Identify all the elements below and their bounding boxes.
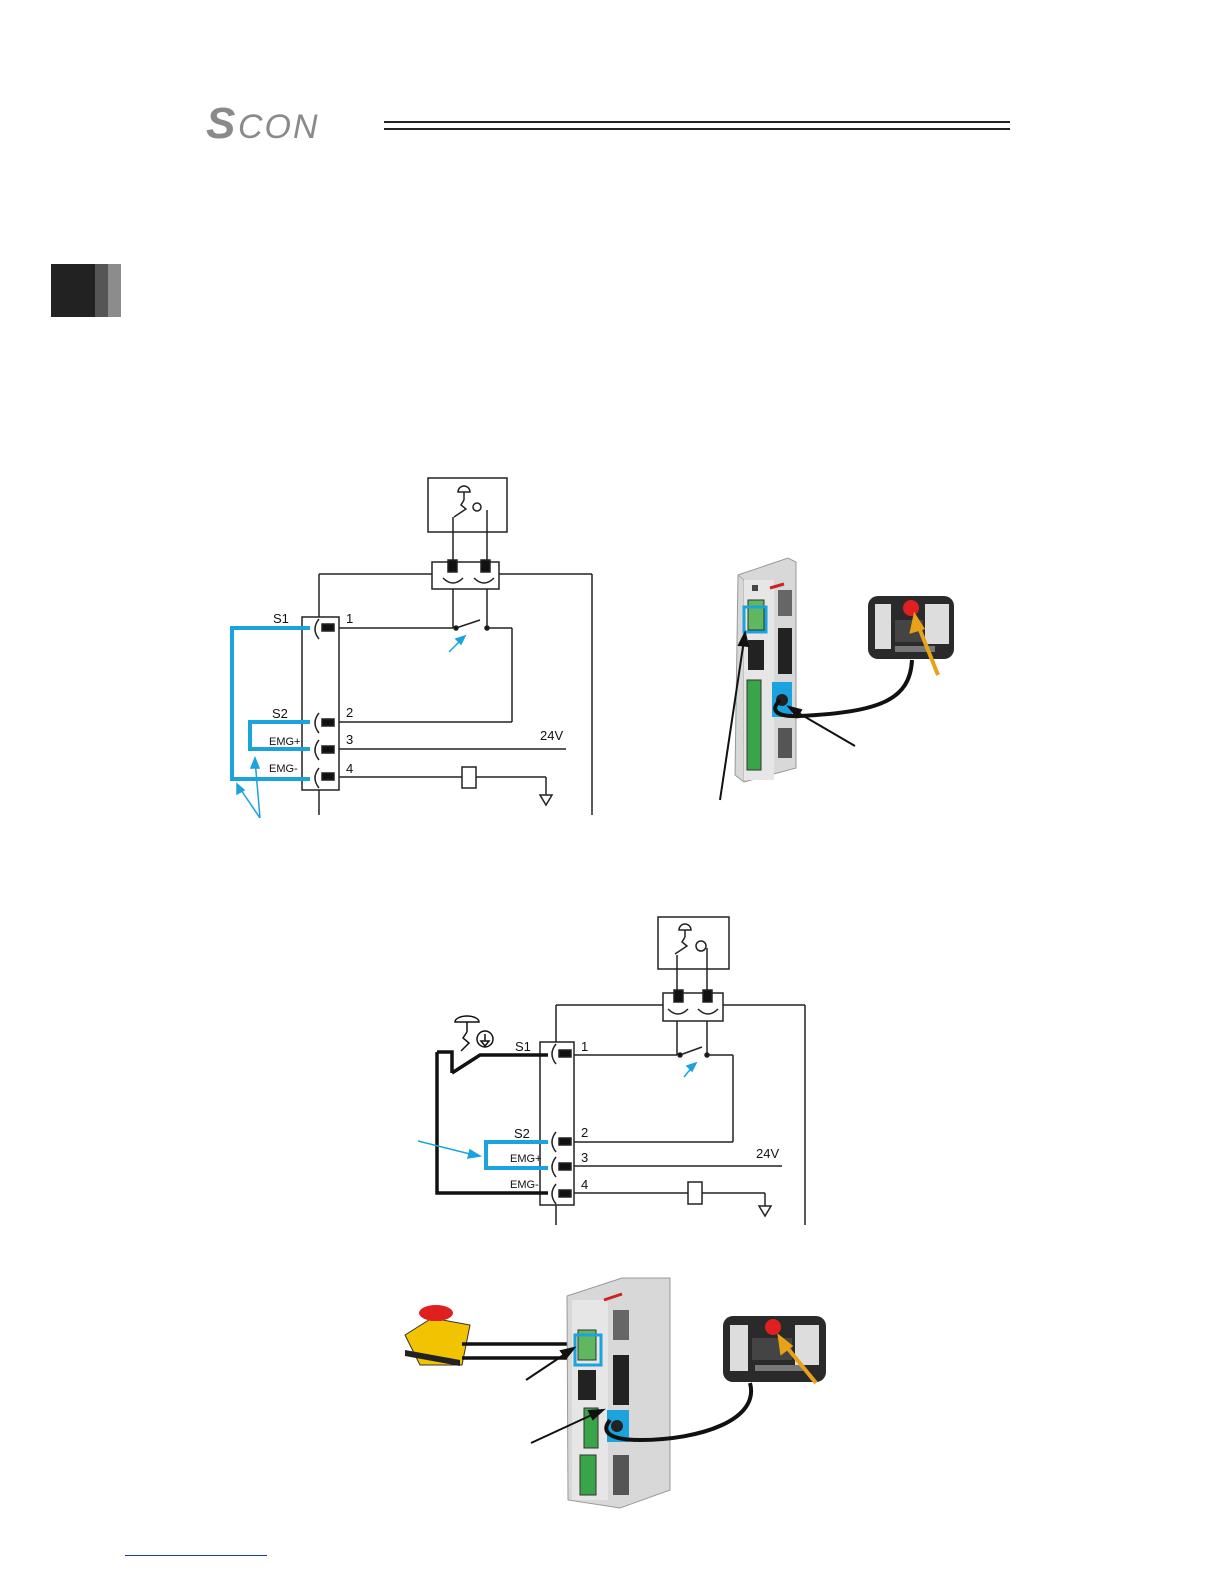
svg-text:EMG-: EMG- bbox=[510, 1179, 539, 1191]
diagram2-black-wiring bbox=[437, 1052, 548, 1193]
external-estop-box-icon bbox=[405, 1305, 470, 1366]
diagram1-jumpers bbox=[232, 628, 310, 779]
controller-device-2-icon bbox=[567, 1278, 670, 1508]
svg-text:S1: S1 bbox=[515, 1039, 531, 1054]
svg-text:4: 4 bbox=[346, 761, 353, 776]
svg-text:S2: S2 bbox=[514, 1126, 530, 1141]
svg-text:S2: S2 bbox=[272, 706, 288, 721]
diagram2-circuit bbox=[540, 917, 805, 1225]
svg-text:2: 2 bbox=[346, 705, 353, 720]
svg-text:3: 3 bbox=[346, 732, 353, 747]
svg-text:2: 2 bbox=[581, 1125, 588, 1140]
svg-text:EMG+: EMG+ bbox=[269, 736, 300, 748]
svg-text:S1: S1 bbox=[273, 611, 289, 626]
svg-text:24V: 24V bbox=[756, 1146, 779, 1161]
controller-device-icon bbox=[735, 558, 796, 782]
footer-link-underline bbox=[125, 1555, 267, 1556]
svg-text:24V: 24V bbox=[540, 728, 563, 743]
svg-text:EMG+: EMG+ bbox=[510, 1153, 541, 1165]
svg-text:1: 1 bbox=[346, 611, 353, 626]
svg-text:EMG-: EMG- bbox=[269, 763, 298, 775]
emergency-stop-switch-icon bbox=[455, 1016, 493, 1051]
svg-text:3: 3 bbox=[581, 1150, 588, 1165]
teaching-pendant-2-icon bbox=[723, 1316, 826, 1382]
diagram1-arrows bbox=[237, 636, 465, 818]
svg-text:4: 4 bbox=[581, 1177, 588, 1192]
svg-text:1: 1 bbox=[581, 1039, 588, 1054]
